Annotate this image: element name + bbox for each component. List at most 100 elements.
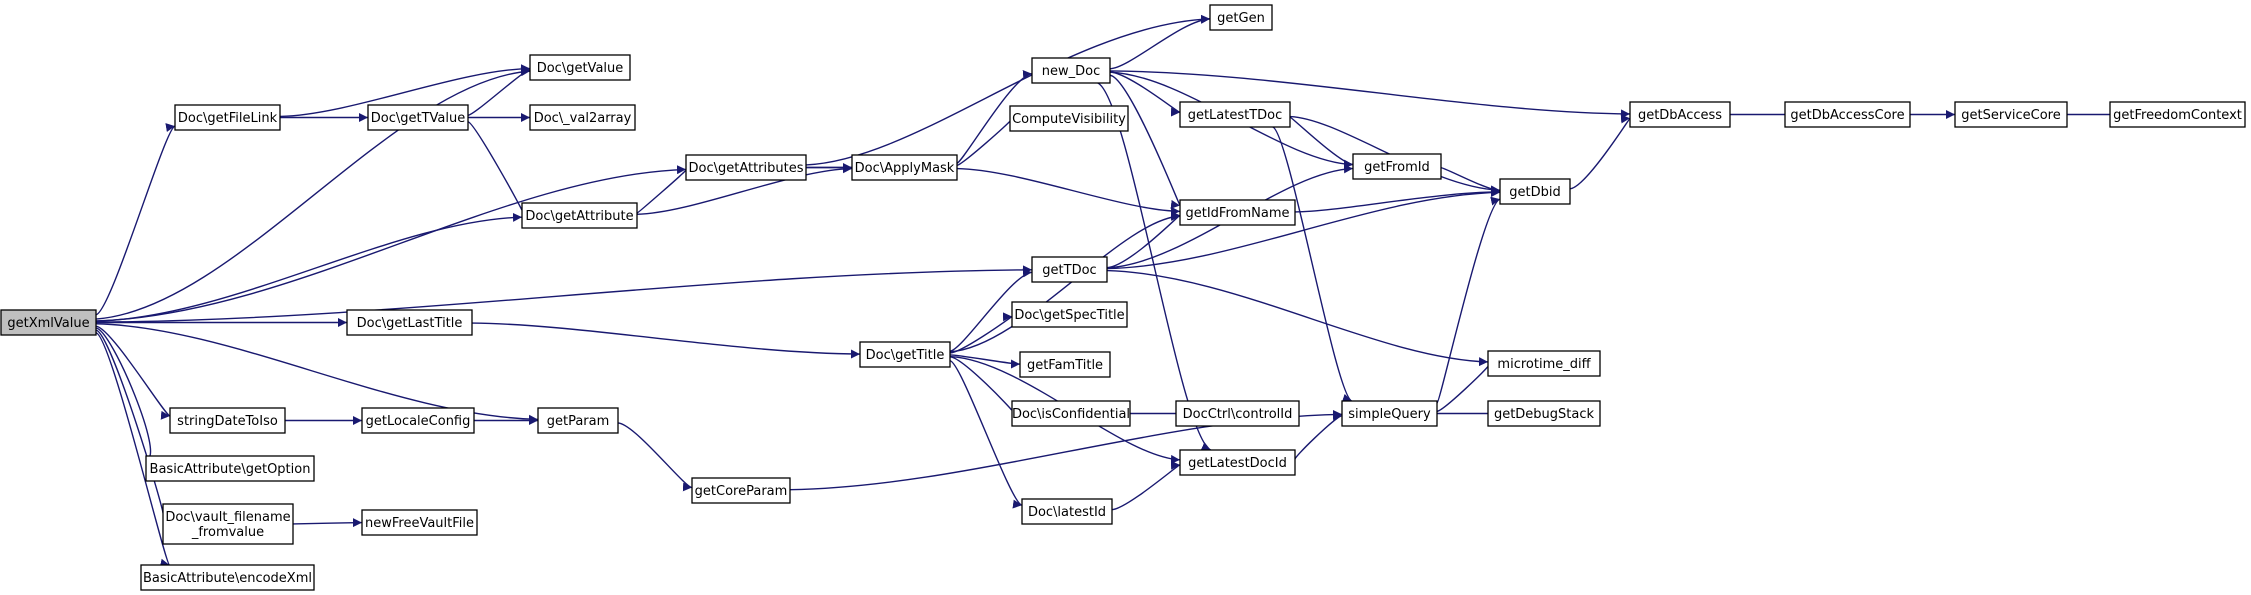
- edge-getxmlvalue-to-getfilelink: [95, 123, 176, 316]
- node-label: getFreedomContext: [2113, 108, 2242, 123]
- node-label: getIdFromName: [1186, 206, 1290, 221]
- node-box: [1629, 101, 1731, 128]
- node-label: getDbid: [1509, 185, 1560, 200]
- node-getfilelink[interactable]: Doc\getFileLink: [174, 104, 281, 131]
- node-label: Doc\latestId: [1028, 505, 1106, 520]
- edge-getattribute-to-applymask: [636, 164, 853, 215]
- edge-getxmlvalue-to-getattribute: [95, 212, 523, 322]
- edge-getattribute-to-getattributes: [636, 165, 696, 214]
- node-getdbaccess[interactable]: getDbAccess: [1629, 101, 1731, 128]
- node-box: [1031, 256, 1108, 283]
- node-stringdatetoiso[interactable]: stringDateToIso: [169, 407, 286, 434]
- node-vault-filename[interactable]: Doc\vault_filename_fromvalue: [162, 503, 294, 545]
- node-label: getFamTitle: [1027, 358, 1103, 373]
- edge-gettdoc-to-getdbid: [1106, 188, 1501, 270]
- node-getlatesttdoc[interactable]: getLatestTDoc: [1179, 101, 1291, 128]
- edge-simplequery-to-microtime-diff: [1436, 361, 1498, 413]
- node-getdbid[interactable]: getDbid: [1499, 178, 1571, 205]
- node-label: _fromvalue: [191, 525, 264, 540]
- node-label: getLocaleConfig: [366, 414, 471, 429]
- node-box: [145, 455, 315, 482]
- node-box: [1499, 178, 1571, 205]
- node-microtime-diff[interactable]: microtime_diff: [1487, 350, 1601, 377]
- node-getparam[interactable]: getParam: [537, 407, 619, 434]
- node-val2array[interactable]: Doc\_val2array: [529, 104, 636, 131]
- node-box: [1179, 449, 1296, 476]
- node-label: newFreeVaultFile: [365, 516, 474, 531]
- node-box: [346, 309, 473, 336]
- node-label: simpleQuery: [1348, 407, 1431, 422]
- edge-new-doc-to-getgen: [1109, 14, 1211, 70]
- node-getgen[interactable]: getGen: [1209, 4, 1273, 31]
- node-getservicecore[interactable]: getServiceCore: [1954, 101, 2068, 128]
- node-label: Doc\getAttribute: [525, 209, 633, 224]
- node-simplequery[interactable]: simpleQuery: [1341, 400, 1438, 427]
- node-getdebugstack[interactable]: getDebugStack: [1487, 400, 1601, 427]
- edge-gettitle-to-getspectitle: [949, 314, 1013, 354]
- node-gettvalue[interactable]: Doc\getTValue: [367, 104, 469, 131]
- node-encodexml[interactable]: BasicAttribute\encodeXml: [140, 564, 315, 591]
- node-getlatestdocid[interactable]: getLatestDocId: [1179, 449, 1296, 476]
- edge-getidfromname-to-getdbid: [1294, 187, 1501, 213]
- node-label: Doc\vault_filename: [165, 510, 290, 525]
- node-label: stringDateToIso: [177, 414, 278, 429]
- node-box: [529, 54, 631, 81]
- node-getattribute[interactable]: Doc\getAttribute: [521, 202, 638, 229]
- node-label: BasicAttribute\getOption: [150, 462, 311, 477]
- edges-layer: [95, 14, 2119, 568]
- edge-getlatestdocid-to-simplequery: [1294, 411, 1343, 461]
- node-getxmlvalue[interactable]: getXmlValue: [0, 309, 97, 336]
- node-getidfromname[interactable]: getIdFromName: [1179, 199, 1296, 226]
- edge-applymask-to-computevisibility: [956, 116, 1020, 166]
- node-box: [1209, 4, 1273, 31]
- node-label: Doc\ApplyMask: [855, 161, 955, 176]
- node-getfamtitle[interactable]: getFamTitle: [1019, 351, 1111, 378]
- edge-getxmlvalue-to-gettdoc: [95, 265, 1033, 323]
- edge-gettdoc-to-microtime-diff: [1106, 269, 1489, 367]
- node-gettitle[interactable]: Doc\getTitle: [859, 341, 951, 368]
- node-label: getDbAccessCore: [1790, 108, 1904, 123]
- node-box: [1487, 400, 1601, 427]
- node-new-doc[interactable]: new_Doc: [1031, 57, 1111, 84]
- node-applymask[interactable]: Doc\ApplyMask: [851, 154, 958, 181]
- node-box: [1487, 350, 1601, 377]
- node-getfreedomcontext[interactable]: getFreedomContext: [2109, 101, 2246, 128]
- node-getoption[interactable]: BasicAttribute\getOption: [145, 455, 315, 482]
- node-box: [537, 407, 619, 434]
- node-label: getServiceCore: [1961, 108, 2060, 123]
- node-box: [1954, 101, 2068, 128]
- edge-getparam-to-getcoreparam: [617, 422, 693, 492]
- node-label: Doc\getAttributes: [688, 161, 803, 176]
- node-box: [1179, 199, 1296, 226]
- node-newfreevaultfile[interactable]: newFreeVaultFile: [361, 509, 478, 536]
- node-getattributes[interactable]: Doc\getAttributes: [685, 154, 807, 181]
- node-box: [521, 202, 638, 229]
- node-getspectitle[interactable]: Doc\getSpecTitle: [1011, 301, 1128, 328]
- node-latestid[interactable]: Doc\latestId: [1021, 498, 1113, 525]
- node-label: getCoreParam: [695, 484, 788, 499]
- node-box: [1021, 498, 1113, 525]
- node-computevisibility[interactable]: ComputeVisibility: [1009, 105, 1129, 132]
- edge-getxmlvalue-to-encodexml: [95, 332, 171, 568]
- node-box: [140, 564, 315, 591]
- node-gettdoc[interactable]: getTDoc: [1031, 256, 1108, 283]
- node-box: [859, 341, 951, 368]
- node-box: [174, 104, 281, 131]
- node-getlasttitle[interactable]: Doc\getLastTitle: [346, 309, 473, 336]
- node-isconfidential[interactable]: Doc\isConfidential: [1011, 400, 1131, 427]
- node-getfromid[interactable]: getFromId: [1352, 153, 1442, 180]
- node-box: [1011, 301, 1128, 328]
- node-box: [367, 104, 469, 131]
- node-label: getDbAccess: [1638, 108, 1722, 123]
- node-docctrl[interactable]: DocCtrl\controlId: [1175, 400, 1300, 427]
- node-label: microtime_diff: [1497, 357, 1591, 372]
- node-getcoreparam[interactable]: getCoreParam: [691, 477, 791, 504]
- node-getdbaccesscore[interactable]: getDbAccessCore: [1784, 101, 1911, 128]
- edge-getxmlvalue-to-vault-filename: [95, 329, 173, 519]
- node-getvalue[interactable]: Doc\getValue: [529, 54, 631, 81]
- node-box: [685, 154, 807, 181]
- node-getlocaleconfig[interactable]: getLocaleConfig: [361, 407, 475, 434]
- node-label: new_Doc: [1042, 64, 1100, 79]
- edge-applymask-to-getidfromname: [956, 167, 1181, 216]
